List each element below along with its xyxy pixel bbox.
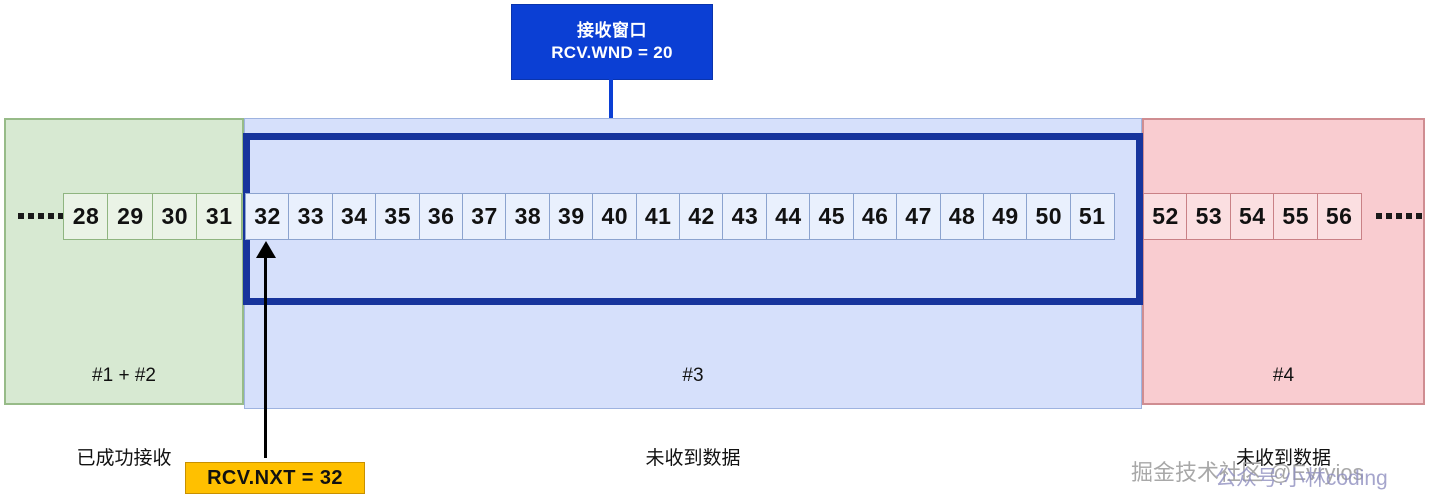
rcv-nxt-label: RCV.NXT = 32 [185, 462, 365, 494]
seq-cell: 40 [592, 193, 638, 240]
seq-cell: 50 [1026, 193, 1072, 240]
seq-cell: 36 [418, 193, 464, 240]
seq-cell: 56 [1316, 193, 1362, 240]
seq-cell: 51 [1069, 193, 1115, 240]
section-acked [4, 118, 244, 405]
seq-cell: 35 [375, 193, 421, 240]
rcv-nxt-arrow-shaft [264, 252, 267, 458]
caption-acked-line1: 已成功接收 [76, 447, 172, 469]
caption-receivable-line1: 未收到数据 [645, 447, 741, 469]
seq-cell: 39 [548, 193, 594, 240]
seq-cell: 54 [1229, 193, 1275, 240]
caption-not-receivable: #4 未收到数据 并不可以接收的数据 [1142, 307, 1425, 498]
seq-cell: 46 [852, 193, 898, 240]
receive-window-callout-value: RCV.WND = 20 [551, 43, 673, 62]
section-not-receivable [1142, 118, 1425, 405]
caption-not-receivable-tag: #4 [1272, 365, 1295, 387]
seq-cell: 52 [1143, 193, 1188, 240]
seq-cell: 32 [245, 193, 290, 240]
seq-cell: 38 [505, 193, 551, 240]
caption-not-receivable-line1: 未收到数据 [1235, 447, 1331, 469]
seq-cell: 33 [288, 193, 334, 240]
cell-row-not-receivable: 52 53 54 55 56 [1143, 193, 1362, 240]
caption-receivable: #3 未收到数据 但可以接收的数据 [244, 307, 1142, 498]
seq-cell: 55 [1273, 193, 1319, 240]
seq-cell: 29 [107, 193, 154, 240]
seq-cell: 53 [1186, 193, 1232, 240]
receive-window-callout-title: 接收窗口 [577, 21, 647, 41]
seq-cell: 28 [63, 193, 109, 240]
seq-cell: 42 [679, 193, 725, 240]
seq-cell: 41 [635, 193, 681, 240]
seq-cell: 43 [722, 193, 768, 240]
rcv-nxt-arrow-head-icon [256, 241, 276, 258]
seq-cell: 45 [809, 193, 855, 240]
cell-row-acked: 28 29 30 31 [63, 193, 243, 240]
seq-cell: 30 [151, 193, 198, 240]
seq-cell: 34 [331, 193, 377, 240]
seq-cell: 37 [462, 193, 508, 240]
section-receivable [244, 118, 1142, 409]
seq-cell: 49 [982, 193, 1028, 240]
seq-cell: 31 [196, 193, 243, 240]
caption-receivable-tag: #3 [682, 365, 704, 387]
cell-row-receivable: 32 33 34 35 36 37 38 39 40 41 42 43 44 4… [245, 193, 1115, 240]
receive-window-callout: 接收窗口 RCV.WND = 20 [511, 4, 713, 80]
caption-acked-tag: #1 + #2 [92, 365, 156, 387]
seq-cell: 47 [896, 193, 942, 240]
seq-cell: 48 [939, 193, 985, 240]
ellipsis-right-icon [1376, 213, 1422, 219]
ellipsis-left-icon [18, 213, 64, 219]
receive-window-arrow-shaft [609, 78, 613, 124]
caption-acked: #1 + #2 已成功接收 并确认的数据 [4, 307, 244, 498]
seq-cell: 44 [765, 193, 811, 240]
